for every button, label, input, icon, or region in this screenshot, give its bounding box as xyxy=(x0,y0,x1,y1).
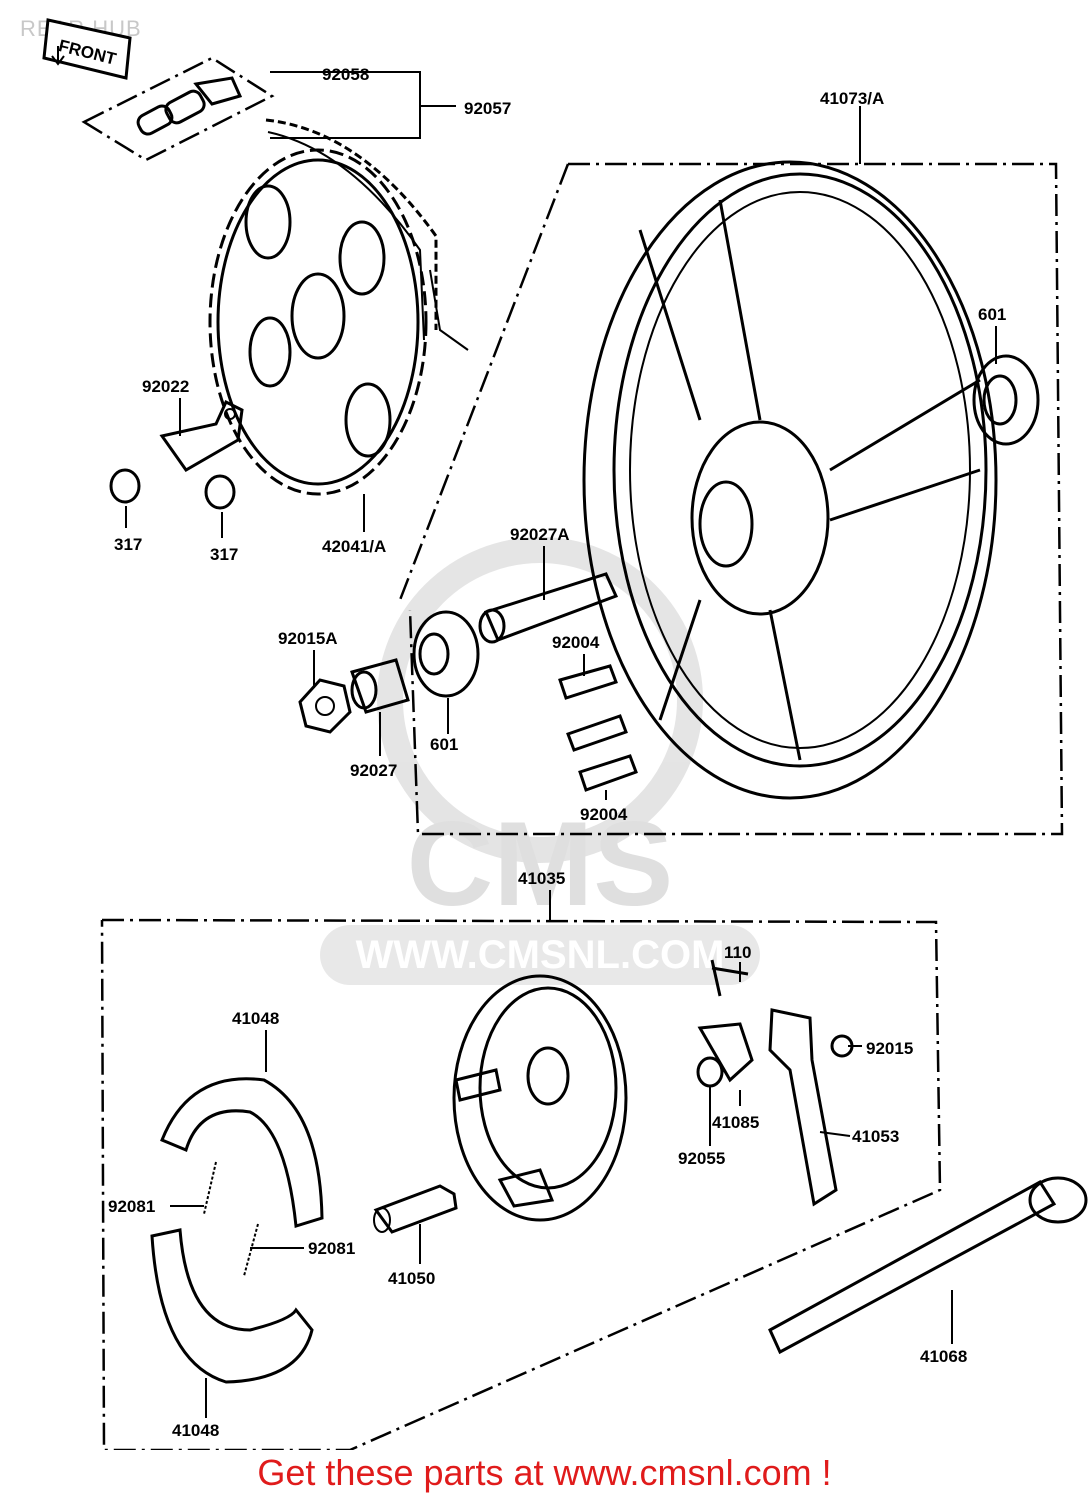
axle-nut-illustration xyxy=(298,678,352,734)
label-axle-nut: 92015A xyxy=(278,629,338,648)
label-sprocket: 42041/A xyxy=(322,537,386,556)
springs-illustration xyxy=(203,1161,259,1277)
label-bearing-left: 601 xyxy=(430,735,458,754)
label-collar: 92027 xyxy=(350,761,397,780)
label-chain-joint: 92058 xyxy=(322,65,369,84)
sprocket-illustration xyxy=(208,148,428,496)
watermark: CMS WWW.CMSNL.COM xyxy=(320,537,760,985)
label-shoe-top: 41048 xyxy=(232,1009,279,1028)
label-nut-left: 317 xyxy=(114,535,142,554)
label-shoe-bottom: 41048 xyxy=(172,1421,219,1440)
label-cam-bolt: 110 xyxy=(724,943,751,962)
axle-illustration xyxy=(768,1176,1088,1355)
label-cam-indicator: 41085 xyxy=(712,1113,759,1132)
label-sprocket-stopper: 92022 xyxy=(142,377,189,396)
bearing-right-illustration xyxy=(972,354,1040,446)
label-axle: 41068 xyxy=(920,1347,967,1366)
watermark-logo: CMS xyxy=(407,797,674,931)
brake-shoe-top-illustration xyxy=(160,1077,324,1228)
brake-frame xyxy=(100,918,942,1450)
label-cam-washer: 92055 xyxy=(678,1149,725,1168)
label-nut-right: 317 xyxy=(210,545,238,564)
brake-shoe-bottom-illustration xyxy=(150,1228,314,1384)
brake-cam-illustration xyxy=(373,1184,458,1234)
label-brake-cam: 41050 xyxy=(388,1269,435,1288)
sprocket-stopper-illustration xyxy=(109,399,244,510)
label-stud-top: 92004 xyxy=(552,633,600,652)
wheel-illustration xyxy=(582,160,998,800)
label-cam-nut: 92015 xyxy=(866,1039,913,1058)
collar-illustration xyxy=(350,658,410,714)
label-stud-bottom: 92004 xyxy=(580,805,628,824)
label-spring-right: 92081 xyxy=(308,1239,355,1258)
axle-sleeve-illustration xyxy=(478,572,619,644)
chain-joint-illustration xyxy=(81,56,275,162)
label-bearing-right: 601 xyxy=(978,305,1006,324)
leader-lines xyxy=(125,71,997,1418)
footer-banner[interactable]: Get these parts at www.cmsnl.com ! xyxy=(257,1452,832,1493)
parts-diagram: CMS WWW.CMSNL.COM FRONT xyxy=(42,18,1088,1450)
label-brake-panel: 41035 xyxy=(518,869,565,888)
brake-panel-illustration xyxy=(452,974,628,1222)
label-wheel: 41073/A xyxy=(820,89,884,108)
label-chain: 92057 xyxy=(464,99,511,118)
watermark-url: WWW.CMSNL.COM xyxy=(356,933,725,977)
bearing-left-illustration xyxy=(412,610,480,698)
label-cam-lever: 41053 xyxy=(852,1127,899,1146)
front-tag: FRONT xyxy=(42,18,132,80)
studs-illustration xyxy=(558,664,638,792)
wheel-frame xyxy=(408,162,1064,836)
label-spring-left: 92081 xyxy=(108,1197,155,1216)
label-axle-sleeve: 92027A xyxy=(510,525,570,544)
